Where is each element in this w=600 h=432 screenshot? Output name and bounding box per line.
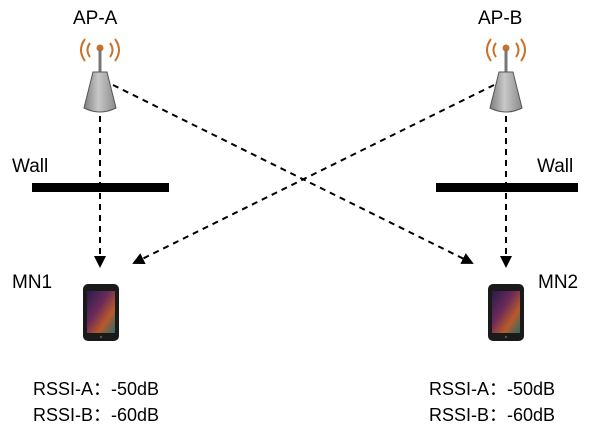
- access-point-a-icon: [80, 38, 120, 113]
- mn1-rssi-b: RSSI-B：-60dB: [33, 405, 159, 425]
- mn2-rssi-b: RSSI-B：-60dB: [429, 405, 555, 425]
- mn1-label: MN1: [12, 272, 52, 293]
- mn1-tablet-icon: [83, 284, 119, 341]
- wall-left-label: Wall: [12, 156, 48, 177]
- mn1-rssi-a: RSSI-A：-50dB: [33, 379, 159, 399]
- access-point-b-icon: [486, 38, 526, 113]
- mn2-label: MN2: [538, 272, 578, 293]
- ap-a-label: AP-A: [73, 8, 118, 29]
- signal-ap-a-to-mn2: [112, 84, 474, 264]
- mn2-tablet-icon: [488, 284, 524, 341]
- ap-b-label: AP-B: [478, 8, 522, 29]
- signal-ap-b-to-mn1: [132, 84, 495, 264]
- wall-right-label: Wall: [537, 156, 573, 177]
- mn2-rssi-a: RSSI-A：-50dB: [429, 379, 555, 399]
